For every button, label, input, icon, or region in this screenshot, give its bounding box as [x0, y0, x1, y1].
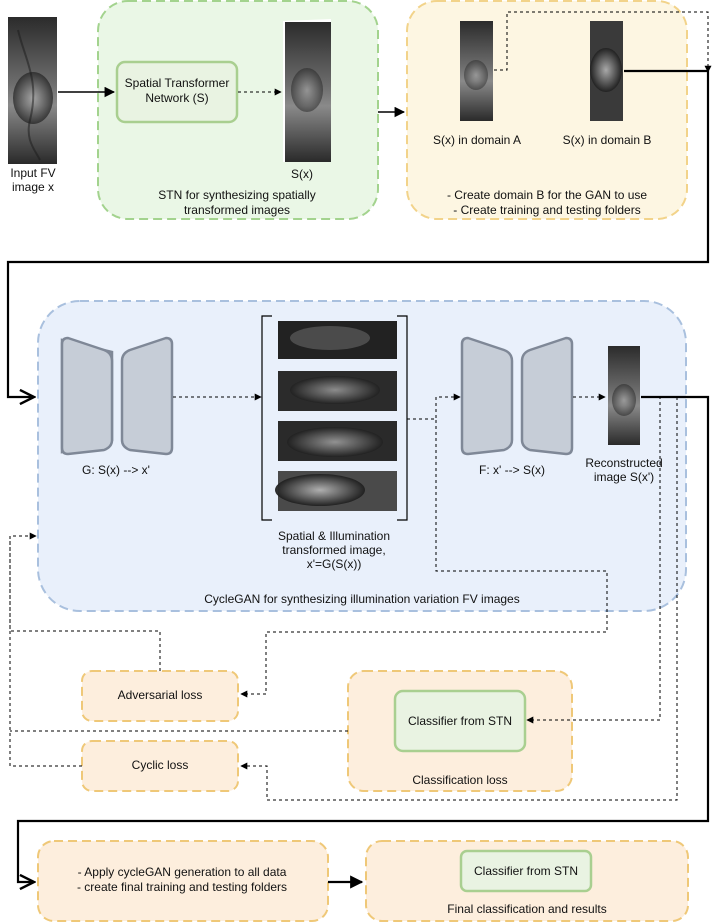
- cyclic-loss-label: Cyclic loss: [132, 758, 189, 772]
- generator-right-shape: [120, 336, 174, 456]
- reconstructed-line2: image S(x'): [594, 470, 654, 484]
- apply-line1: - Apply cycleGAN generation to all data: [78, 865, 287, 879]
- domain-region: [406, 0, 688, 220]
- stn-region-line1: STN for synthesizing spatially: [158, 188, 315, 202]
- stn-box: [115, 60, 239, 124]
- stn-box-line1: Spatial Transformer: [125, 76, 230, 90]
- classifier-box: [393, 689, 527, 753]
- arrow-images-to-adversarial: [240, 418, 608, 698]
- domain-region-line2: - Create training and testing folders: [453, 203, 640, 217]
- classifier-box-label: Classifier from STN: [408, 714, 512, 728]
- transformed-image-3: [278, 421, 397, 461]
- arrow-cyclic-to-cyclegan: [9, 536, 82, 767]
- domain-region-line1: - Create domain B for the GAN to use: [447, 188, 647, 202]
- sx-label: S(x): [291, 167, 313, 181]
- domain-b-label: S(x) in domain B: [563, 133, 652, 147]
- cyclic-loss-box: [81, 740, 239, 792]
- arrow-cyclegan-to-bottom: [16, 395, 710, 882]
- inverse-label: F: x' --> S(x): [479, 463, 545, 477]
- adversarial-loss-box: [81, 670, 239, 722]
- bracket-left: [261, 315, 272, 521]
- sx-image: [283, 19, 331, 162]
- stn-region-line2: transformed images: [184, 203, 290, 217]
- inverse-right-shape: [520, 336, 574, 456]
- input-fv-image: [8, 17, 57, 164]
- reconstructed-image: [608, 346, 640, 445]
- inverse-left-shape: [460, 336, 514, 456]
- generator-label: G: S(x) --> x': [82, 463, 150, 477]
- domain-b-image: [590, 21, 623, 121]
- transformed-line2: transformed image,: [282, 543, 385, 557]
- apply-line2: - create final training and testing fold…: [77, 880, 287, 894]
- cyclegan-region-label: CycleGAN for synthesizing illumination v…: [204, 592, 519, 606]
- transformed-image-2: [278, 371, 397, 411]
- generator-left-shape: [60, 336, 114, 456]
- apply-generation-region: [37, 840, 329, 922]
- domain-a-image: [460, 21, 493, 121]
- final-classifier-box: [459, 849, 593, 893]
- transformed-image-1: [278, 321, 397, 359]
- arrow-adversarial-to-cyclegan: [9, 532, 161, 671]
- transformed-line3: x'=G(S(x)): [307, 557, 362, 571]
- arrow-domain-a-to-b: [494, 11, 712, 73]
- input-label-line2: image x: [12, 180, 54, 194]
- bracket-right: [397, 315, 408, 521]
- transformed-image-4: [275, 471, 397, 511]
- classification-region-label: Classification loss: [412, 773, 507, 787]
- domain-a-label: S(x) in domain A: [433, 133, 521, 147]
- final-classifier-label: Classifier from STN: [474, 864, 578, 878]
- final-region-label: Final classification and results: [447, 902, 606, 916]
- arrow-domain-b-to-cyclegan: [6, 69, 710, 397]
- input-label-line1: Input FV: [10, 166, 55, 180]
- adversarial-loss-label: Adversarial loss: [118, 688, 203, 702]
- transformed-line1: Spatial & Illumination: [278, 529, 390, 543]
- reconstructed-line1: Reconstructed: [585, 456, 662, 470]
- stn-box-line2: Network (S): [145, 91, 208, 105]
